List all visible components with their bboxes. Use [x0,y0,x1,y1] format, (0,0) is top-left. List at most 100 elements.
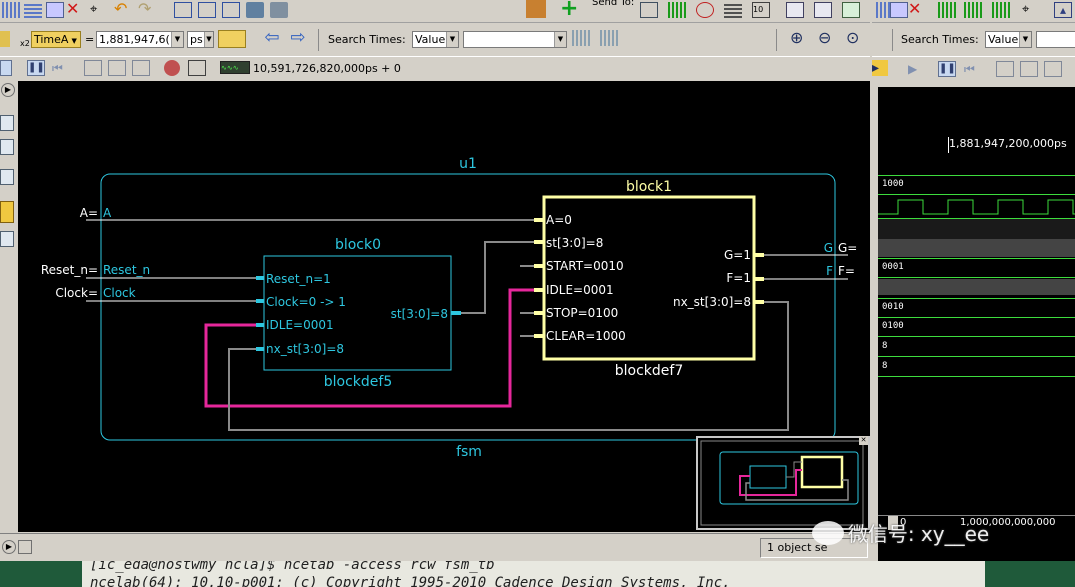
block0-port-reset[interactable]: Reset_n=1 [266,272,331,286]
zoom-in-icon[interactable]: ⊕ [790,28,804,47]
stop-icon[interactable] [164,60,180,76]
send-to-register-icon[interactable] [724,2,742,18]
input-a-name[interactable]: A [103,206,112,220]
output-g-name[interactable]: G [824,241,833,255]
send-to-schematic-icon[interactable] [668,2,686,18]
hierarchy-icon[interactable] [0,139,14,155]
block1-port-f-pin[interactable] [754,277,764,281]
waveform-tool3-icon[interactable] [992,2,1010,18]
overview-close-icon[interactable]: ✕ [859,436,868,445]
marker-icon[interactable] [218,30,246,48]
redo-icon[interactable]: ↷ [138,0,152,18]
block1-port-clear-pin[interactable] [534,334,544,338]
send-to-waveform-icon[interactable] [640,2,658,18]
wave-row-stop[interactable]: 0100 [878,318,1075,337]
expand-icon[interactable]: ▶ [2,540,16,554]
send-to-window-icon[interactable] [842,2,860,18]
wire-idle[interactable] [204,288,534,408]
timeline-marker-icon[interactable] [888,516,898,530]
output-f-name[interactable]: F [826,264,833,278]
wave-row-st[interactable]: 8 [878,338,1075,357]
send-to-source-icon[interactable] [696,2,714,18]
wave-row-clock[interactable] [878,197,1075,217]
send-to-list-icon[interactable] [786,2,804,18]
step-into-icon[interactable] [1020,61,1038,77]
previous-arrow-icon[interactable]: ⇦ [264,27,280,48]
copy-icon[interactable] [890,2,908,18]
collapse-icon[interactable]: ▶ [1,83,15,97]
wire-nxst[interactable] [228,301,789,431]
waveform-tool2-icon[interactable] [964,2,982,18]
block1-port-g[interactable]: G=1 [724,248,751,262]
send-to-table-icon[interactable] [814,2,832,18]
schematic-tool-icon[interactable] [174,2,192,18]
rewind-icon[interactable]: ⏮ [52,61,63,75]
wave-row-nxst[interactable]: 8 [878,358,1075,377]
block0-port-st-pin[interactable] [451,311,461,315]
block1-port-g-pin[interactable] [754,253,764,257]
play-icon[interactable]: ▸ [872,60,888,76]
search-value-input[interactable]: ▼ [463,31,567,48]
block1-port-stop-pin[interactable] [534,311,544,315]
highlight-icon[interactable] [0,201,14,223]
grid-icon[interactable] [2,2,20,18]
schematic-canvas[interactable]: u1 fsm A= A Reset_n= Reset_n Clock= Cloc… [18,81,870,532]
schematic-tool3-icon[interactable] [222,2,240,18]
cursor-time-label[interactable]: 1,881,947,200,000ps [949,137,1067,150]
overview-panel[interactable]: ✕ [696,436,870,530]
tool-icon[interactable] [18,540,32,554]
block0-port-reset-pin[interactable] [256,276,264,280]
package-icon[interactable] [526,0,546,18]
top-instance-label[interactable]: u1 [459,156,477,172]
input-clock-name[interactable]: Clock [103,286,136,300]
block0-port-idle-pin[interactable] [256,323,264,327]
block1-port-start[interactable]: START=0010 [546,259,624,273]
search-next-icon[interactable] [600,30,618,46]
input-reset-name[interactable]: Reset_n [103,263,150,277]
speaker2-icon[interactable] [270,2,288,18]
block1-port-f[interactable]: F=1 [726,271,751,285]
wire-st[interactable] [461,241,534,314]
send-to-memory-icon[interactable]: 10 [752,2,770,18]
wave-row-idle[interactable]: 0001 [878,258,1075,278]
delete-icon[interactable]: ✕ [66,0,80,18]
waveform-icon[interactable] [0,169,14,185]
block1-port-a[interactable]: A=0 [546,213,572,227]
magnifier-icon[interactable] [0,115,14,131]
block0-port-idle[interactable]: IDLE=0001 [266,318,334,332]
block1-port-nxst[interactable]: nx_st[3:0]=8 [673,295,751,309]
binoculars-icon[interactable]: ⌖ [1022,2,1030,17]
settings-icon[interactable] [0,231,14,247]
timeline-bar[interactable]: 0 1,000,000,000,000 [878,515,1075,532]
block1-port-nxst-pin[interactable] [754,300,764,304]
search-prev-icon[interactable] [572,30,590,46]
grid2-icon[interactable] [24,2,42,18]
grid-icon[interactable] [876,2,894,18]
wave-row-gray2[interactable] [878,279,1075,295]
right-search-value-input[interactable] [1036,31,1075,48]
copy-icon[interactable] [46,2,64,18]
right-search-mode-combo[interactable]: Value▼ [985,31,1032,48]
block1-port-start-pin[interactable] [534,264,544,268]
step-icon[interactable] [84,60,102,76]
undo-icon[interactable]: ↶ [114,0,128,18]
step-into-icon[interactable] [108,60,126,76]
wave-row-clear[interactable]: 1000 [878,175,1075,195]
run-icon[interactable]: ▶ [908,62,918,76]
up-arrow-icon[interactable]: ▴ [1054,2,1072,18]
zoom-fit-icon[interactable]: ⊙ [846,28,860,47]
time-unit-combo[interactable]: ps▼ [187,31,214,48]
schematic-tool2-icon[interactable] [198,2,216,18]
pause-icon[interactable]: ❚❚ [938,61,956,77]
block1-port-st-pin[interactable] [534,240,544,244]
waveform-panel[interactable]: 1,881,947,200,000ps 1000 0001 0010 0100 … [878,87,1075,561]
play-icon[interactable] [0,60,12,76]
block0-port-nxst[interactable]: nx_st[3:0]=8 [266,342,344,356]
block1-port-stop[interactable]: STOP=0100 [546,306,618,320]
cursor-icon[interactable] [0,31,10,47]
block1-port-st[interactable]: st[3:0]=8 [546,236,603,250]
block0-port-clock[interactable]: Clock=0 -> 1 [266,295,346,309]
block1-port-idle-pin[interactable] [534,288,544,292]
step-icon[interactable] [996,61,1014,77]
time-value-combo[interactable]: 1,881,947,6(▼ [96,31,184,48]
